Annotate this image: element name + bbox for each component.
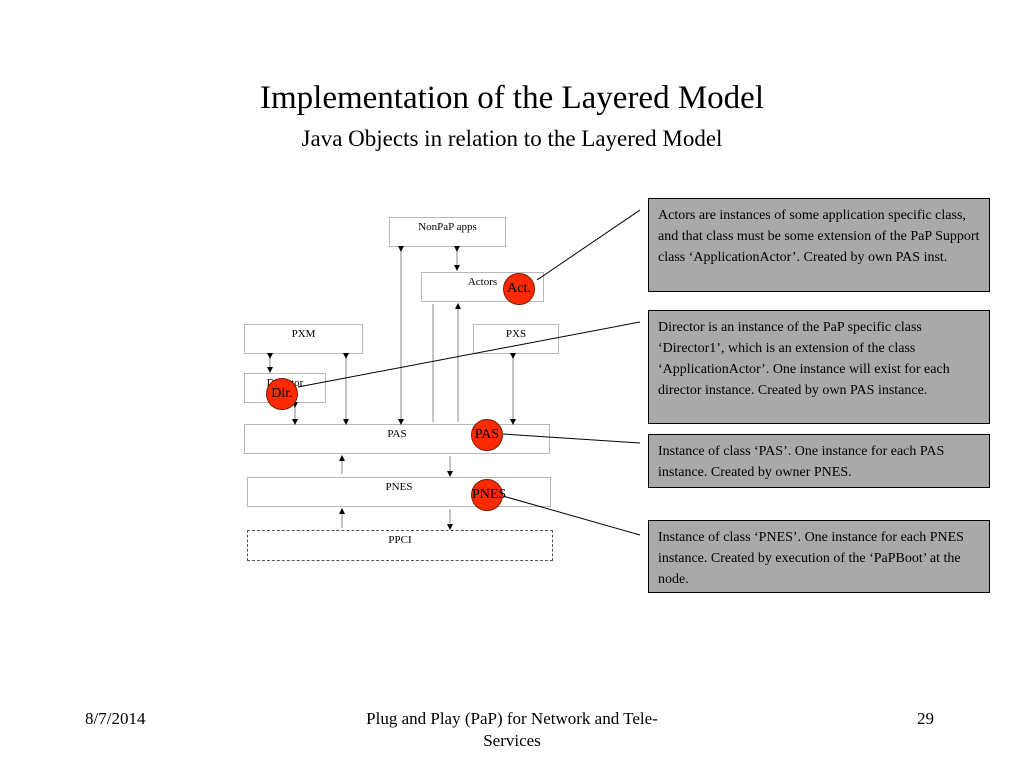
callout-line-pas	[502, 433, 641, 444]
director-note: Director is an instance of the PaP speci…	[648, 310, 990, 424]
pas-object-label: PAS	[474, 427, 500, 442]
director-object-label: Dir.	[271, 386, 293, 401]
slide-title: Implementation of the Layered Model	[260, 80, 764, 116]
pnes-note: Instance of class ‘PNES’. One instance f…	[648, 520, 990, 593]
actor-object-label: Act.	[507, 281, 531, 296]
pas-object-circle: PAS	[471, 419, 503, 451]
nonpap-apps-box: NonPaP apps	[389, 217, 506, 247]
director-object-circle: Dir.	[266, 378, 298, 410]
slide-subtitle: Java Objects in relation to the Layered …	[301, 126, 723, 151]
pxm-box: PXM	[244, 324, 363, 354]
ppci-box: PPCI	[247, 530, 553, 561]
pxs-box: PXS	[473, 324, 559, 354]
actor-object-circle: Act.	[503, 273, 535, 305]
pnes-object-label: PNES	[472, 487, 507, 502]
page-number: 29	[917, 709, 934, 728]
callout-line-actors	[536, 209, 641, 281]
pnes-object-circle: PNES	[471, 479, 507, 511]
actors-note: Actors are instances of some application…	[648, 198, 990, 292]
pas-note: Instance of class ‘PAS’. One instance fo…	[648, 434, 990, 488]
callout-line-director	[297, 321, 641, 388]
callout-line-pnes	[502, 495, 641, 536]
footer-title: Plug and Play (PaP) for Network and Tele…	[366, 709, 658, 750]
footer-date: 8/7/2014	[85, 709, 146, 728]
